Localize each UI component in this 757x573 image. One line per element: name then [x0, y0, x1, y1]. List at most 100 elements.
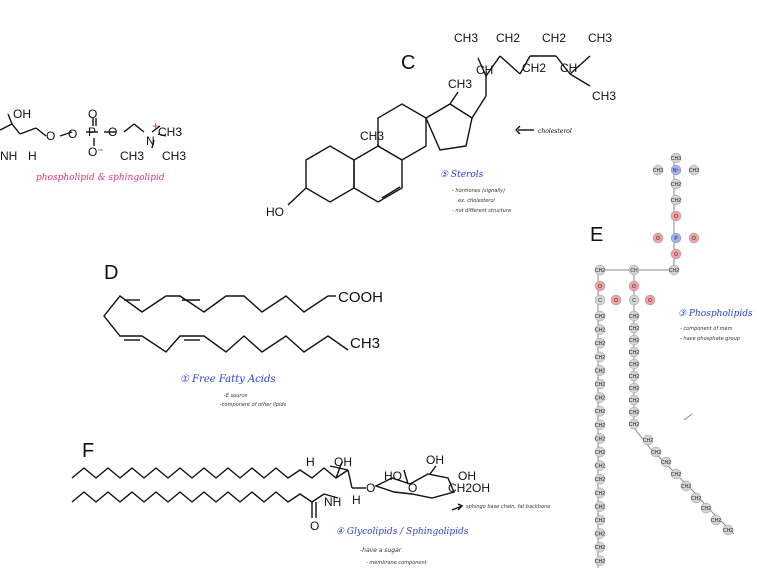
pl-chain1-6-label: CH2 [595, 396, 605, 402]
tl-label-2: H [28, 149, 37, 163]
pl-chain2-9-sphere [628, 418, 640, 430]
fa-ch3: CH3 [350, 335, 380, 352]
pl-chain1-10-sphere [594, 446, 606, 458]
pl-chain1-8-sphere [594, 419, 606, 431]
pl-chain1-0-sphere [594, 310, 606, 322]
tl-label-5: P [88, 125, 96, 139]
st-note-2: - not different structure [452, 208, 511, 214]
pl-chain1-18-label: CH2 [595, 559, 605, 565]
pl-chain1-17-label: CH2 [595, 545, 605, 551]
pl-chain1-5-label: CH2 [595, 382, 605, 388]
pl-gly-8-sphere [644, 294, 656, 306]
pl-kink-8-label: CH2 [723, 528, 733, 534]
pl-head-1-sphere [652, 164, 664, 176]
gl-label-7: NH [324, 495, 341, 509]
pl-kink-7-label: CH2 [711, 518, 721, 524]
pl-chain1-12-label: CH2 [595, 477, 605, 483]
pl-chain1-8-label: CH2 [595, 423, 605, 429]
pl-chain1-13-sphere [594, 487, 606, 499]
gl-note-0: -have a sugar [360, 547, 402, 554]
st-label-4: CH [476, 63, 493, 77]
pl-head-3-sphere [688, 164, 700, 176]
pl-chain2-6-label: CH2 [629, 386, 639, 392]
st-label-8: CH3 [448, 77, 472, 91]
pl-chain1-15-label: CH2 [595, 518, 605, 524]
pl-gly-0-label: CH2 [595, 268, 605, 274]
tl-label-11: CH3 [162, 149, 186, 163]
pl-chain1-3-label: CH2 [595, 355, 605, 361]
pl-head-10-sphere [670, 248, 682, 260]
pl-note-0: - component of mem [680, 326, 733, 332]
st-label-2: CH2 [542, 31, 566, 45]
pl-gly-3-sphere [594, 280, 606, 292]
pl-head-4-sphere [670, 178, 682, 190]
pl-kink-7-sphere [710, 514, 722, 526]
gl-label-0: H [306, 455, 315, 469]
pl-chain1-6-sphere [594, 392, 606, 403]
pl-gly-5-sphere [594, 294, 606, 306]
pl-chain1-1-sphere [594, 324, 606, 335]
fatty-acid-skeleton [103, 295, 349, 353]
pl-chain2-1-sphere [628, 322, 640, 334]
pl-kink-6-sphere [700, 502, 712, 514]
pl-chain1-11-sphere [594, 460, 606, 471]
st-label-ho: HO [266, 205, 284, 219]
gl-note-1: - membrane component [366, 560, 428, 566]
steroid-skeleton [287, 55, 591, 206]
pl-chain2-5-sphere [628, 370, 640, 382]
pl-chain2-8-label: CH2 [629, 410, 639, 416]
pl-chain2-0-label: CH2 [629, 314, 639, 320]
pl-chain1-1-label: CH2 [595, 328, 605, 334]
pl-gly-2-sphere [668, 264, 680, 276]
pl-chain1-10-label: CH2 [595, 450, 605, 456]
phospholipid-model [597, 160, 735, 568]
st-arrow-note: cholesterol [538, 128, 572, 135]
pl-gly-6-label: O [614, 298, 618, 304]
tl-label-10: CH3 [120, 149, 144, 163]
tl-note: phospholipid & sphingolipid [36, 173, 165, 183]
pl-gly-8-label: O [648, 298, 652, 304]
st-label-5: CH2 [522, 61, 546, 75]
pl-kink-8-sphere [722, 524, 734, 536]
pl-head-8-sphere [670, 232, 682, 244]
fa-note-0: -E source [224, 393, 247, 399]
gl-label-4: OH [458, 469, 476, 483]
pl-chain1-9-sphere [594, 433, 606, 444]
st-label-7: CH3 [592, 89, 616, 103]
pl-head-7-label: O [656, 236, 660, 242]
pl-head-4-label: CH2 [671, 182, 681, 188]
st-label-0: CH3 [454, 31, 478, 45]
pl-kink-6-label: CH2 [701, 506, 711, 512]
pl-chain1-17-sphere [594, 541, 606, 553]
gl-label-8: H [352, 493, 361, 507]
pl-gly-1-sphere [628, 264, 640, 276]
st-label-3: CH3 [588, 31, 612, 45]
glycolipid-skeleton [71, 461, 464, 518]
tl-label-1: NH [0, 149, 17, 163]
tl-label-13: + [152, 119, 159, 133]
st-note-0: - hormones (signally) [452, 188, 505, 194]
pl-head-0-sphere [670, 152, 682, 164]
pl-kink-1-sphere [650, 446, 662, 458]
pl-chain2-7-sphere [628, 394, 640, 406]
pl-head-1-label: CH3 [653, 168, 663, 174]
tl-label-3: O [46, 129, 55, 143]
pl-gly-5-label: C [598, 298, 602, 304]
pl-chain1-2-label: CH2 [595, 341, 605, 347]
tl-label-6: O [108, 125, 117, 139]
tl-label-0: OH [13, 107, 31, 121]
pl-gly-6-sphere [610, 294, 622, 306]
pl-head-2-label: N⁺ [673, 168, 680, 174]
pl-head-2-sphere [670, 164, 682, 176]
gl-arrow-note: sphingo base chain, fat backbone [466, 504, 550, 510]
tl-label-9: CH3 [158, 125, 182, 139]
top-left-fragment [0, 113, 167, 149]
pl-chain2-4-sphere [628, 358, 640, 370]
pl-kink-5-sphere [690, 492, 702, 504]
gl-label-9: O [310, 519, 319, 533]
tl-label-7: O [68, 127, 77, 141]
pl-kink-0-label: CH2 [643, 438, 653, 444]
gl-label-10: O [408, 481, 417, 495]
